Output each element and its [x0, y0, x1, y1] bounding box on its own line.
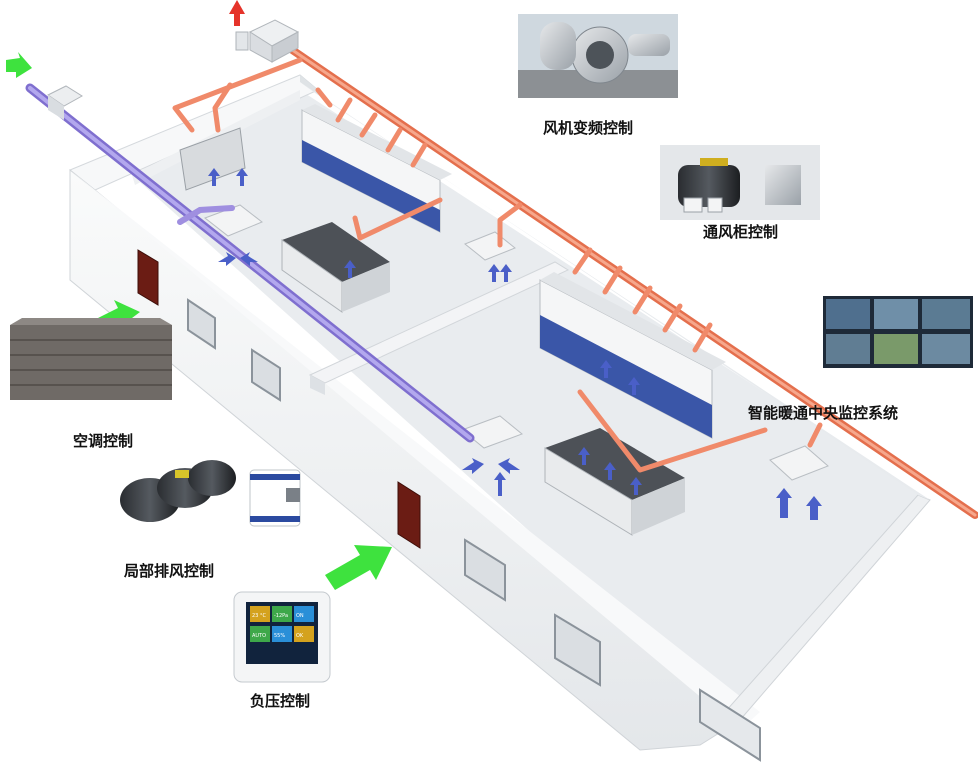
label-local-exhaust: 局部排风控制 — [124, 562, 215, 580]
cooling-tower-photo — [10, 318, 172, 400]
readout-1: 23 °C — [252, 613, 266, 619]
label-central-monitor: 智能暖通中央监控系统 — [748, 404, 899, 422]
airflow-arrow-icon — [208, 168, 822, 520]
pressure-panel-readouts: 23 °C -12Pa ON AUTO 55% OK — [250, 606, 314, 642]
exhaust-fan-box — [235, 19, 300, 63]
label-fume-hood: 通风柜控制 — [703, 223, 779, 241]
lab-bench-upper — [281, 222, 390, 313]
exhaust-arrow-icon — [229, 0, 245, 26]
monitor-wall-photo — [823, 296, 973, 368]
readout-5: 55% — [274, 633, 285, 639]
partition-wall-face — [310, 375, 325, 395]
label-ac: 空调控制 — [73, 432, 134, 450]
local-exhaust-photo — [120, 460, 301, 527]
right-wall — [300, 75, 318, 95]
readout-6: OK — [296, 633, 304, 639]
lab-bench-lower — [544, 428, 685, 536]
front-windows — [187, 298, 761, 762]
fume-hood-controller-photo — [660, 145, 820, 220]
readout-3: ON — [296, 613, 304, 619]
readout-4: AUTO — [252, 633, 266, 639]
fan-vfd-photo — [518, 14, 678, 98]
label-fan-vfd: 风机变频控制 — [543, 119, 634, 137]
fresh-air-inlet-box — [48, 95, 64, 120]
readout-2: -12Pa — [274, 613, 288, 619]
door-icon — [137, 249, 421, 549]
front-wall-top — [70, 170, 760, 730]
exhaust-duct — [172, 41, 978, 519]
control-cabinet — [179, 127, 246, 191]
label-negative-pressure: 负压控制 — [250, 692, 311, 710]
fume-hoods-lower — [539, 272, 726, 439]
